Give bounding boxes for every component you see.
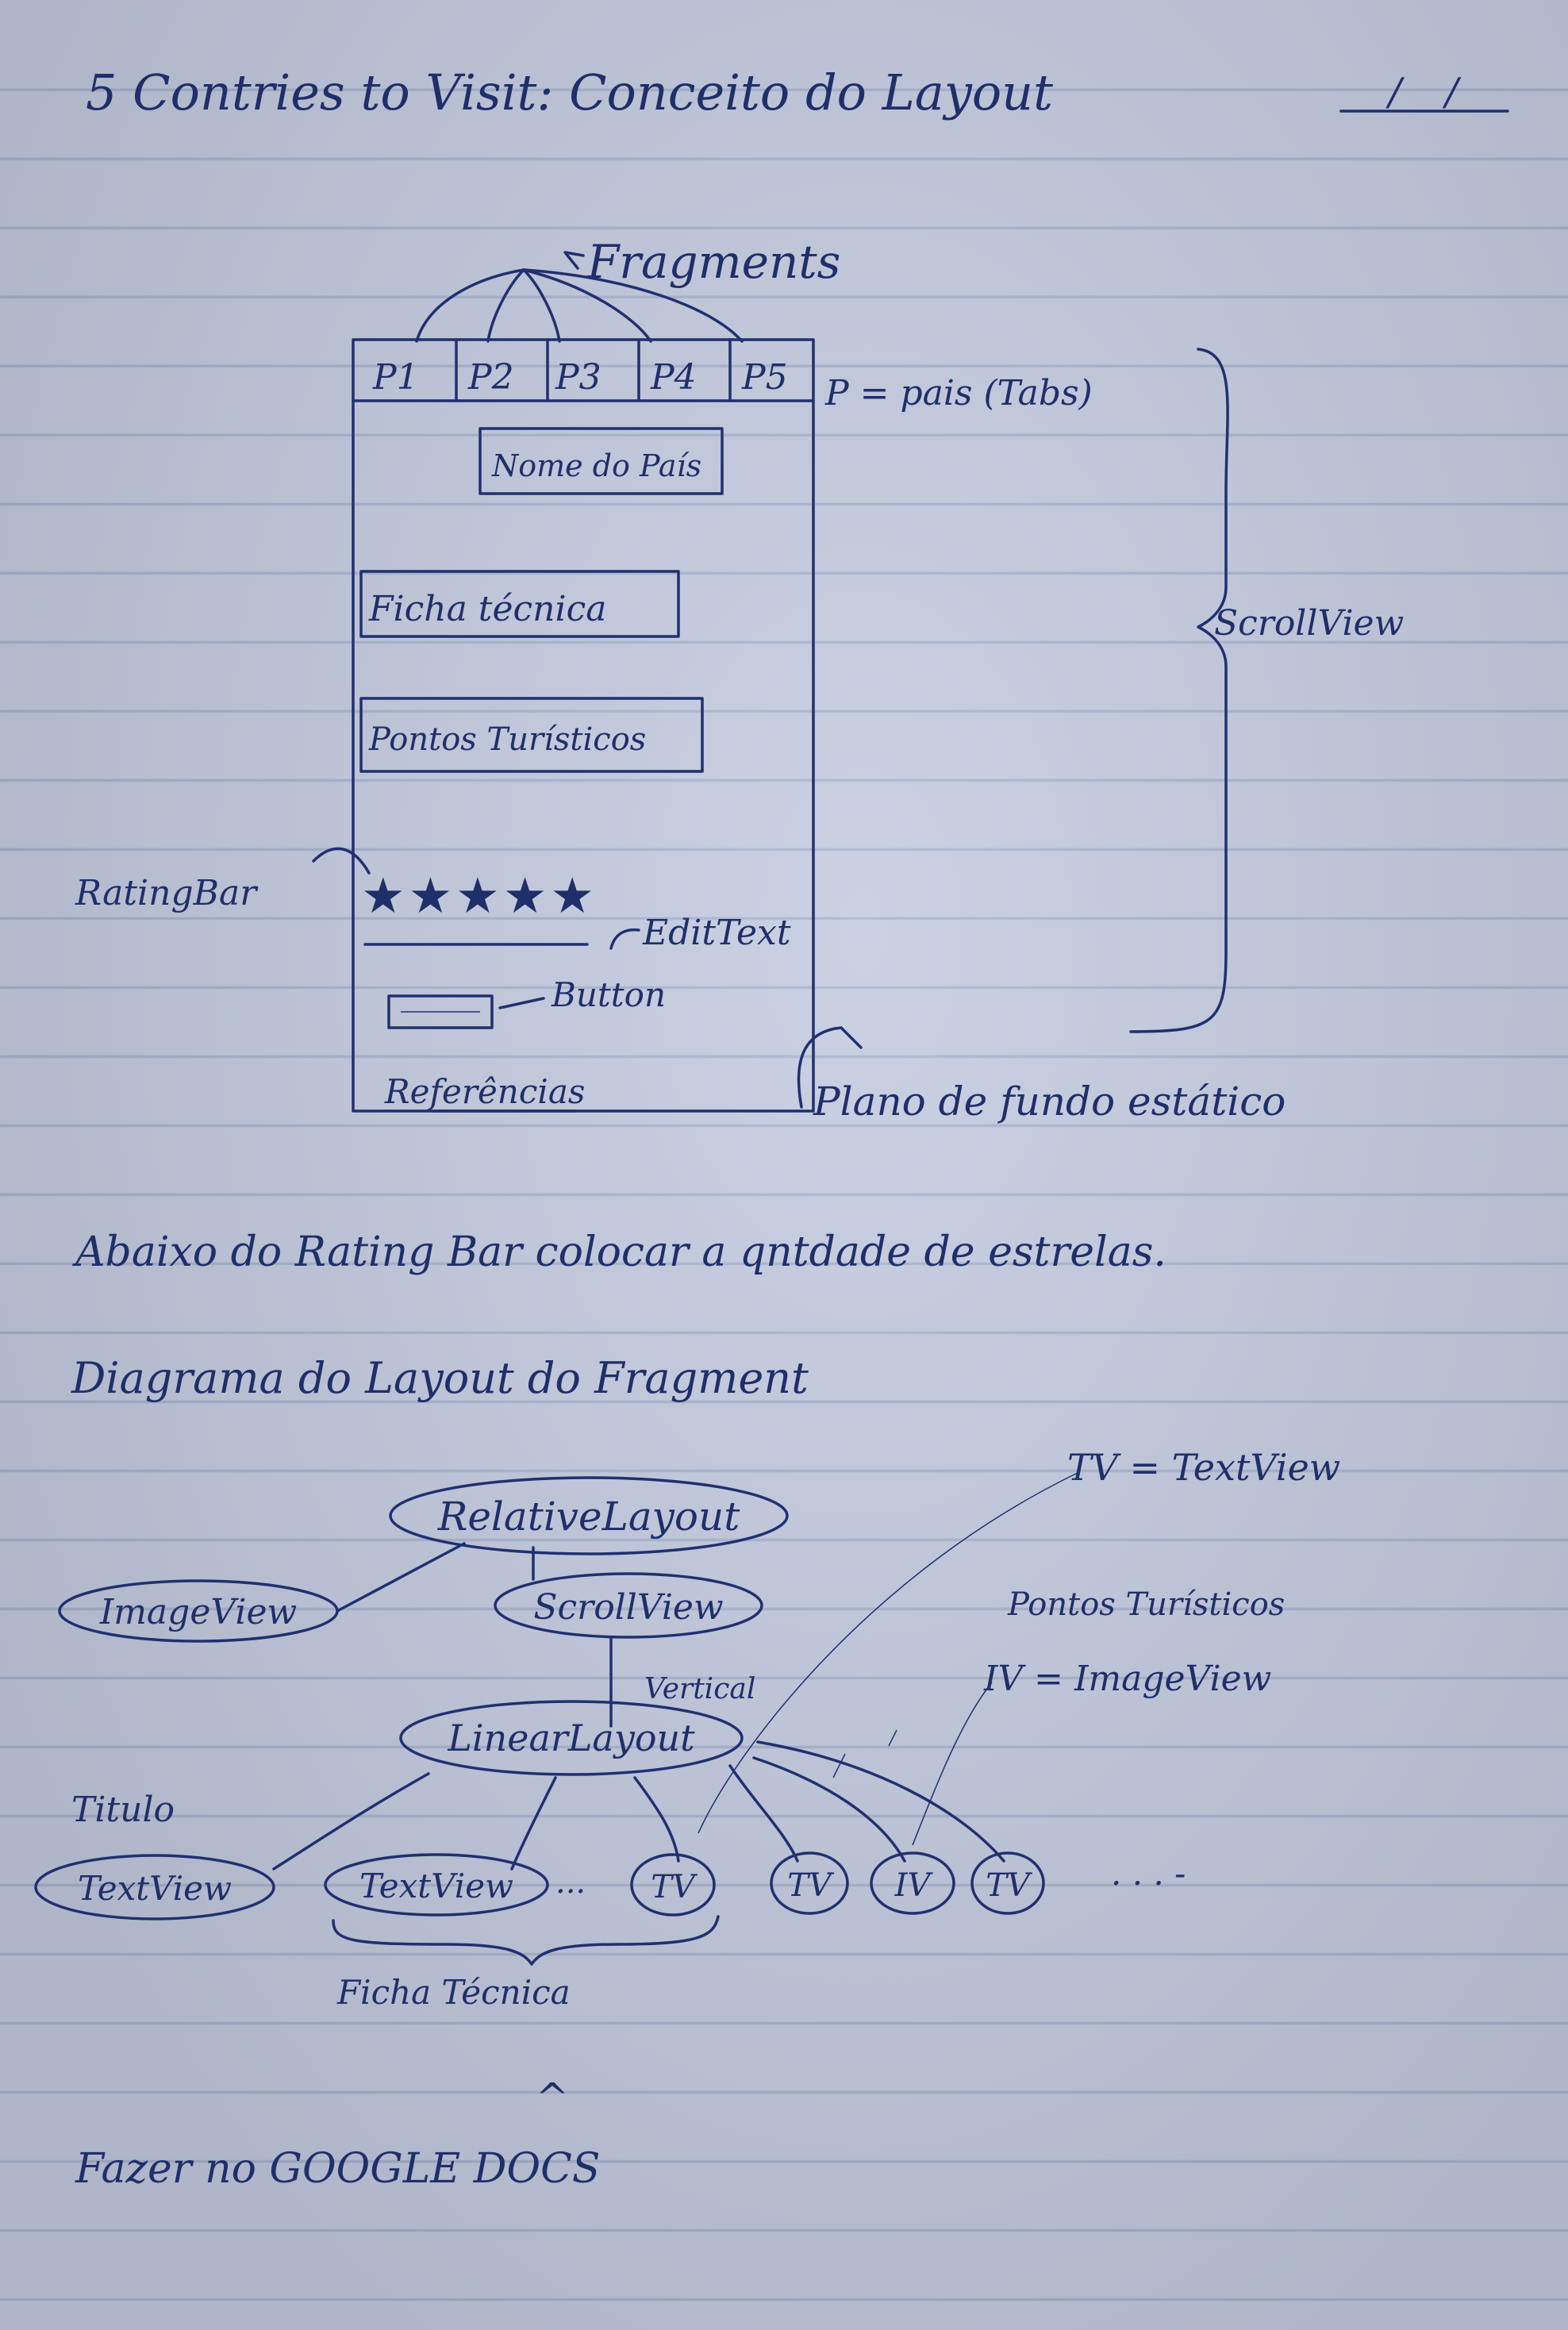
rating-bar-label: RatingBar — [75, 873, 259, 913]
data-sheet-box — [359, 570, 680, 638]
titulo-label: Titulo — [71, 1790, 175, 1830]
ficha-label: Ficha Técnica — [336, 1973, 571, 2012]
date-marks: / / — [1385, 70, 1474, 114]
node-iv-label: IV — [894, 1867, 934, 1904]
legend-pontos: Pontos Turísticos — [1007, 1586, 1285, 1623]
legend-iv: IV = ImageView — [983, 1659, 1271, 1699]
node-tv-3-label: TV — [986, 1867, 1033, 1904]
node-tv-3 — [970, 1851, 1045, 1915]
node-imageview-label: ImageView — [99, 1592, 297, 1632]
node-linearlayout — [399, 1700, 744, 1776]
node-imageview — [58, 1579, 339, 1643]
page-title: 5 Contries to Visit: Conceito do Layout — [86, 63, 1053, 121]
scrollview-label: ScrollView — [1214, 603, 1404, 644]
fragments-arrows — [415, 251, 744, 343]
node-scrollview-label: ScrollView — [533, 1587, 723, 1628]
footer-caret: ^ — [536, 2074, 569, 2120]
vertical-label: Vertical — [644, 1673, 755, 1705]
node-relativelayout-label: RelativeLayout — [437, 1494, 741, 1540]
node-tv-2 — [770, 1851, 849, 1915]
node-textview-sheet — [324, 1853, 549, 1917]
background-label: Plano de fundo estático — [813, 1078, 1286, 1125]
rating-bar-arrow — [312, 847, 371, 875]
country-name-box — [478, 427, 724, 495]
fragments-label: Fragments — [586, 235, 840, 289]
button-label: Button — [551, 975, 666, 1014]
footer-todo: Fazer no GOOGLE DOCS — [75, 2145, 601, 2193]
tree-dots-1: ... — [555, 1864, 586, 1901]
tab-p4: P4 — [650, 357, 697, 398]
node-textview-sheet-label: TextView — [359, 1867, 513, 1905]
node-textview-title-label: TextView — [78, 1869, 232, 1908]
legend-tv: TV = TextView — [1067, 1446, 1340, 1489]
tab-dividers — [455, 338, 732, 402]
node-tv-1-label: TV — [651, 1869, 698, 1905]
tab-p2: P2 — [467, 357, 514, 398]
scrollview-bracket — [1129, 348, 1229, 1033]
diagram-title: Diagrama do Layout do Fragment — [71, 1353, 809, 1403]
country-name-label: Nome do País — [491, 448, 701, 483]
tree-dots-2: . . . - — [1111, 1854, 1186, 1893]
ficha-brace — [332, 1915, 720, 1966]
node-relativelayout — [389, 1476, 789, 1555]
button-sketch — [387, 994, 494, 1029]
tab-p1: P1 — [372, 357, 419, 398]
tree-connectors — [272, 1471, 1080, 1871]
node-tv-1 — [630, 1853, 716, 1917]
node-iv — [870, 1851, 955, 1915]
tab-p5: P5 — [741, 357, 788, 398]
tourist-spots-box — [359, 697, 704, 773]
phone-frame — [352, 338, 815, 1113]
data-sheet-label: Ficha técnica — [368, 589, 606, 629]
edittext-arrow — [609, 928, 640, 950]
node-textview-title — [34, 1854, 275, 1921]
rating-stars: ★★★★★ — [361, 867, 598, 925]
edittext-label: EditText — [642, 913, 791, 953]
tab-p3: P3 — [555, 357, 601, 398]
node-scrollview — [494, 1572, 763, 1639]
background-arrow — [797, 1026, 863, 1109]
rating-note: Abaixo do Rating Bar colocar a qntdade d… — [72, 1228, 1166, 1276]
tabs-note: P = pais (Tabs) — [824, 373, 1093, 413]
node-linearlayout-label: LinearLayout — [447, 1717, 695, 1759]
references-label: Referências — [384, 1072, 585, 1111]
button-arrow — [498, 997, 545, 1009]
node-tv-2-label: TV — [787, 1867, 835, 1904]
tourist-spots-label: Pontos Turísticos — [368, 721, 646, 758]
